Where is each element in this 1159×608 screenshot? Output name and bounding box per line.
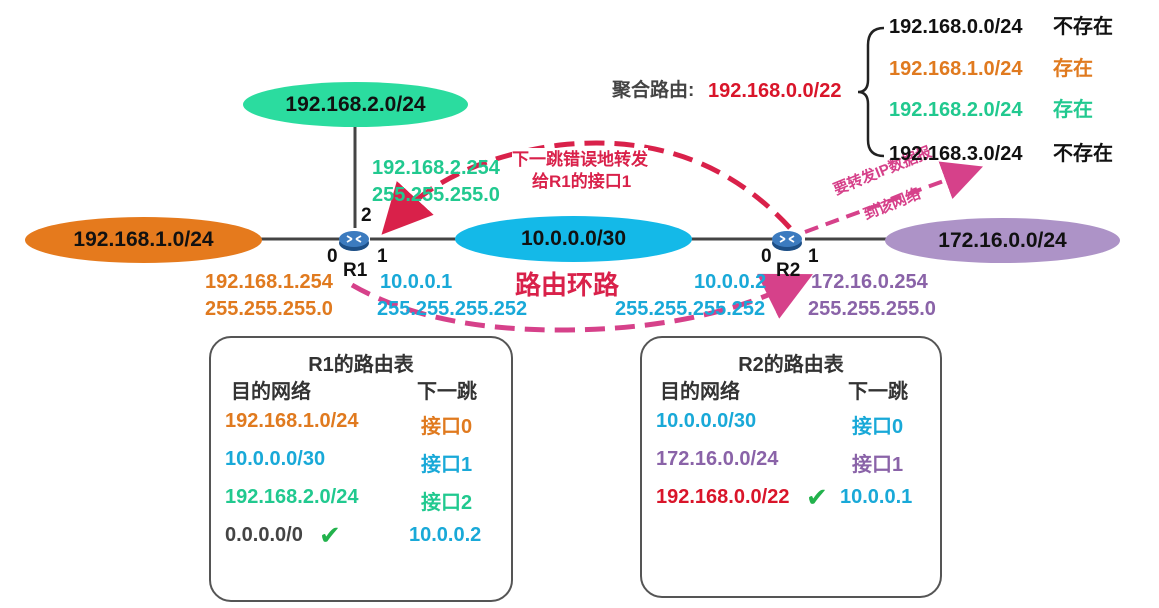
loop-arrow [350, 273, 813, 333]
r2-row-dest: 172.16.0.0/24 [656, 448, 779, 470]
r1-if2-mask: 255.255.255.0 [372, 184, 500, 206]
network-top: 192.168.2.0/24 [243, 82, 468, 127]
aggregate-subnet-net: 192.168.2.0/24 [889, 99, 1023, 121]
r2-if0-number: 0 [761, 246, 772, 267]
r1-row-dest: 10.0.0.0/30 [225, 448, 326, 470]
check-icon: ✔ [319, 520, 341, 550]
r1-row-next-hop: 接口0 [421, 416, 473, 438]
routing-loop-label: 路由环路 [515, 270, 620, 300]
r1-if1-number: 1 [377, 246, 388, 267]
forward-ip-arrow [804, 161, 984, 234]
network-right-label: 172.16.0.0/24 [938, 228, 1067, 252]
r2-row-next-hop: 接口1 [852, 454, 904, 476]
r1-routing-table: R1的路由表 目的网络 下一跳 192.168.1.0/24 接口0 10.0.0.… [209, 336, 513, 602]
wrong-forward-arrow [381, 140, 792, 235]
r1-col-next: 下一跳 [417, 381, 477, 403]
wrong-forward-note-line2: 给R1的接口1 [532, 170, 632, 194]
network-right: 172.16.0.0/24 [885, 218, 1120, 263]
wrong-forward-note-line1: 下一跳错误地转发 [512, 148, 648, 172]
r1-row-dest: 0.0.0.0/0 [225, 524, 303, 546]
aggregate-bracket [857, 26, 885, 158]
r2-name: R2 [776, 260, 801, 281]
network-top-label: 192.168.2.0/24 [285, 92, 426, 116]
network-middle-label: 10.0.0.0/30 [520, 227, 627, 250]
r1-if0-ip: 192.168.1.254 [205, 271, 333, 293]
aggregate-subnet-status: 不存在 [1053, 16, 1113, 38]
r2-if1-mask: 255.255.255.0 [808, 298, 936, 320]
r1-if2-ip: 192.168.2.254 [372, 157, 500, 179]
check-icon: ✔ [806, 482, 828, 512]
r1-col-dest: 目的网络 [231, 381, 311, 403]
r1-row-next-hop: 接口1 [421, 454, 473, 476]
r2-if1-number: 1 [808, 246, 819, 267]
r2-if0-mask: 255.255.255.252 [615, 298, 766, 320]
aggregate-subnet-status: 存在 [1053, 58, 1093, 80]
router-r1-icon[interactable] [338, 228, 369, 251]
network-left: 192.168.1.0/24 [25, 217, 262, 263]
r1-row-dest: 192.168.1.0/24 [225, 410, 359, 432]
aggregate-subnet-net: 192.168.1.0/24 [889, 58, 1023, 80]
r1-if0-number: 0 [327, 246, 338, 267]
aggregate-subnet-status: 不存在 [1053, 143, 1113, 165]
r2-if0-ip: 10.0.0.2 [694, 271, 767, 293]
r2-row-next-hop: 接口0 [852, 416, 904, 438]
router-r2-icon[interactable] [771, 228, 802, 251]
aggregate-subnet-net: 192.168.3.0/24 [889, 143, 1023, 165]
r2-row-dest: 192.168.0.0/22 [656, 486, 790, 508]
r2-if1-ip: 172.16.0.254 [811, 271, 928, 293]
aggregate-label: 聚合路由: [612, 80, 695, 101]
r2-row-next-hop: 10.0.0.1 [840, 486, 913, 508]
r2-row-dest: 10.0.0.0/30 [656, 410, 757, 432]
r2-col-next: 下一跳 [848, 381, 908, 403]
r1-table-title: R1的路由表 [308, 354, 414, 376]
r1-row-dest: 192.168.2.0/24 [225, 486, 359, 508]
r1-if1-ip: 10.0.0.1 [380, 271, 453, 293]
network-middle: 10.0.0.0/30 [455, 216, 692, 262]
r1-if0-mask: 255.255.255.0 [205, 298, 333, 320]
r2-routing-table: R2的路由表 目的网络 下一跳 10.0.0.0/30 接口0 172.16.0.0… [640, 336, 942, 598]
r1-if2-number: 2 [361, 205, 372, 226]
r1-row-next-hop: 10.0.0.2 [409, 524, 482, 546]
aggregate-route: 192.168.0.0/22 [708, 80, 842, 102]
r2-table-title: R2的路由表 [738, 354, 844, 376]
r1-row-next-hop: 接口2 [421, 492, 473, 514]
r1-name: R1 [343, 260, 368, 281]
network-left-label: 192.168.1.0/24 [73, 228, 214, 251]
r1-if1-mask: 255.255.255.252 [377, 298, 528, 320]
aggregate-subnet-status: 存在 [1053, 99, 1093, 121]
aggregate-subnet-net: 192.168.0.0/24 [889, 16, 1023, 38]
r2-col-dest: 目的网络 [660, 381, 740, 403]
